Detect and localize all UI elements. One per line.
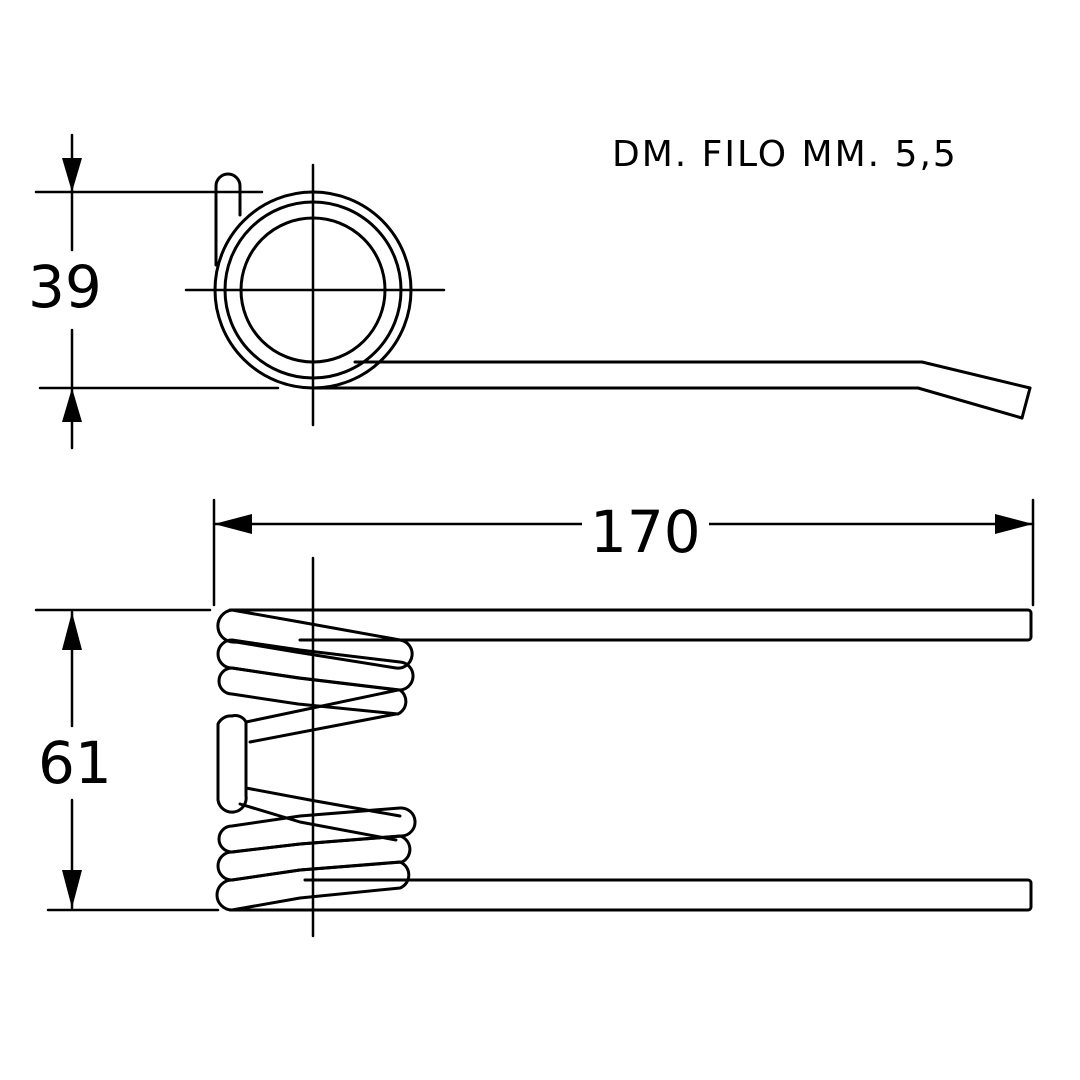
dimension-height-side-view: 61 bbox=[38, 729, 112, 797]
upper-coil bbox=[216, 608, 415, 744]
middle-loop bbox=[216, 714, 402, 842]
top-view-tine-tip bbox=[1020, 386, 1032, 420]
top-view-wire-end bbox=[214, 172, 242, 267]
coil-inner-ring bbox=[239, 216, 387, 364]
dim-39-arrow-down bbox=[62, 158, 82, 192]
side-view bbox=[34, 498, 1035, 938]
dim-39-arrow-up bbox=[62, 388, 82, 422]
top-view bbox=[34, 133, 1032, 450]
coil-middle-ring bbox=[223, 200, 403, 380]
dim-61-arrow-down bbox=[62, 870, 82, 908]
top-view-tine-upper-edge bbox=[353, 360, 1032, 390]
dimension-length: 170 bbox=[582, 503, 709, 561]
lower-coil bbox=[215, 806, 417, 912]
dim-170-arrow-right bbox=[995, 514, 1033, 534]
dimension-height-top-view: 39 bbox=[28, 253, 102, 321]
side-view-lower-leg bbox=[228, 878, 1033, 912]
dim-61-arrow-up bbox=[62, 612, 82, 650]
top-view-tine-lower-edge bbox=[311, 386, 1024, 420]
dim-170-arrow-left bbox=[214, 514, 252, 534]
wire-diameter-note: DM. FILO MM. 5,5 bbox=[612, 134, 958, 175]
side-view-upper-leg bbox=[228, 608, 1033, 642]
